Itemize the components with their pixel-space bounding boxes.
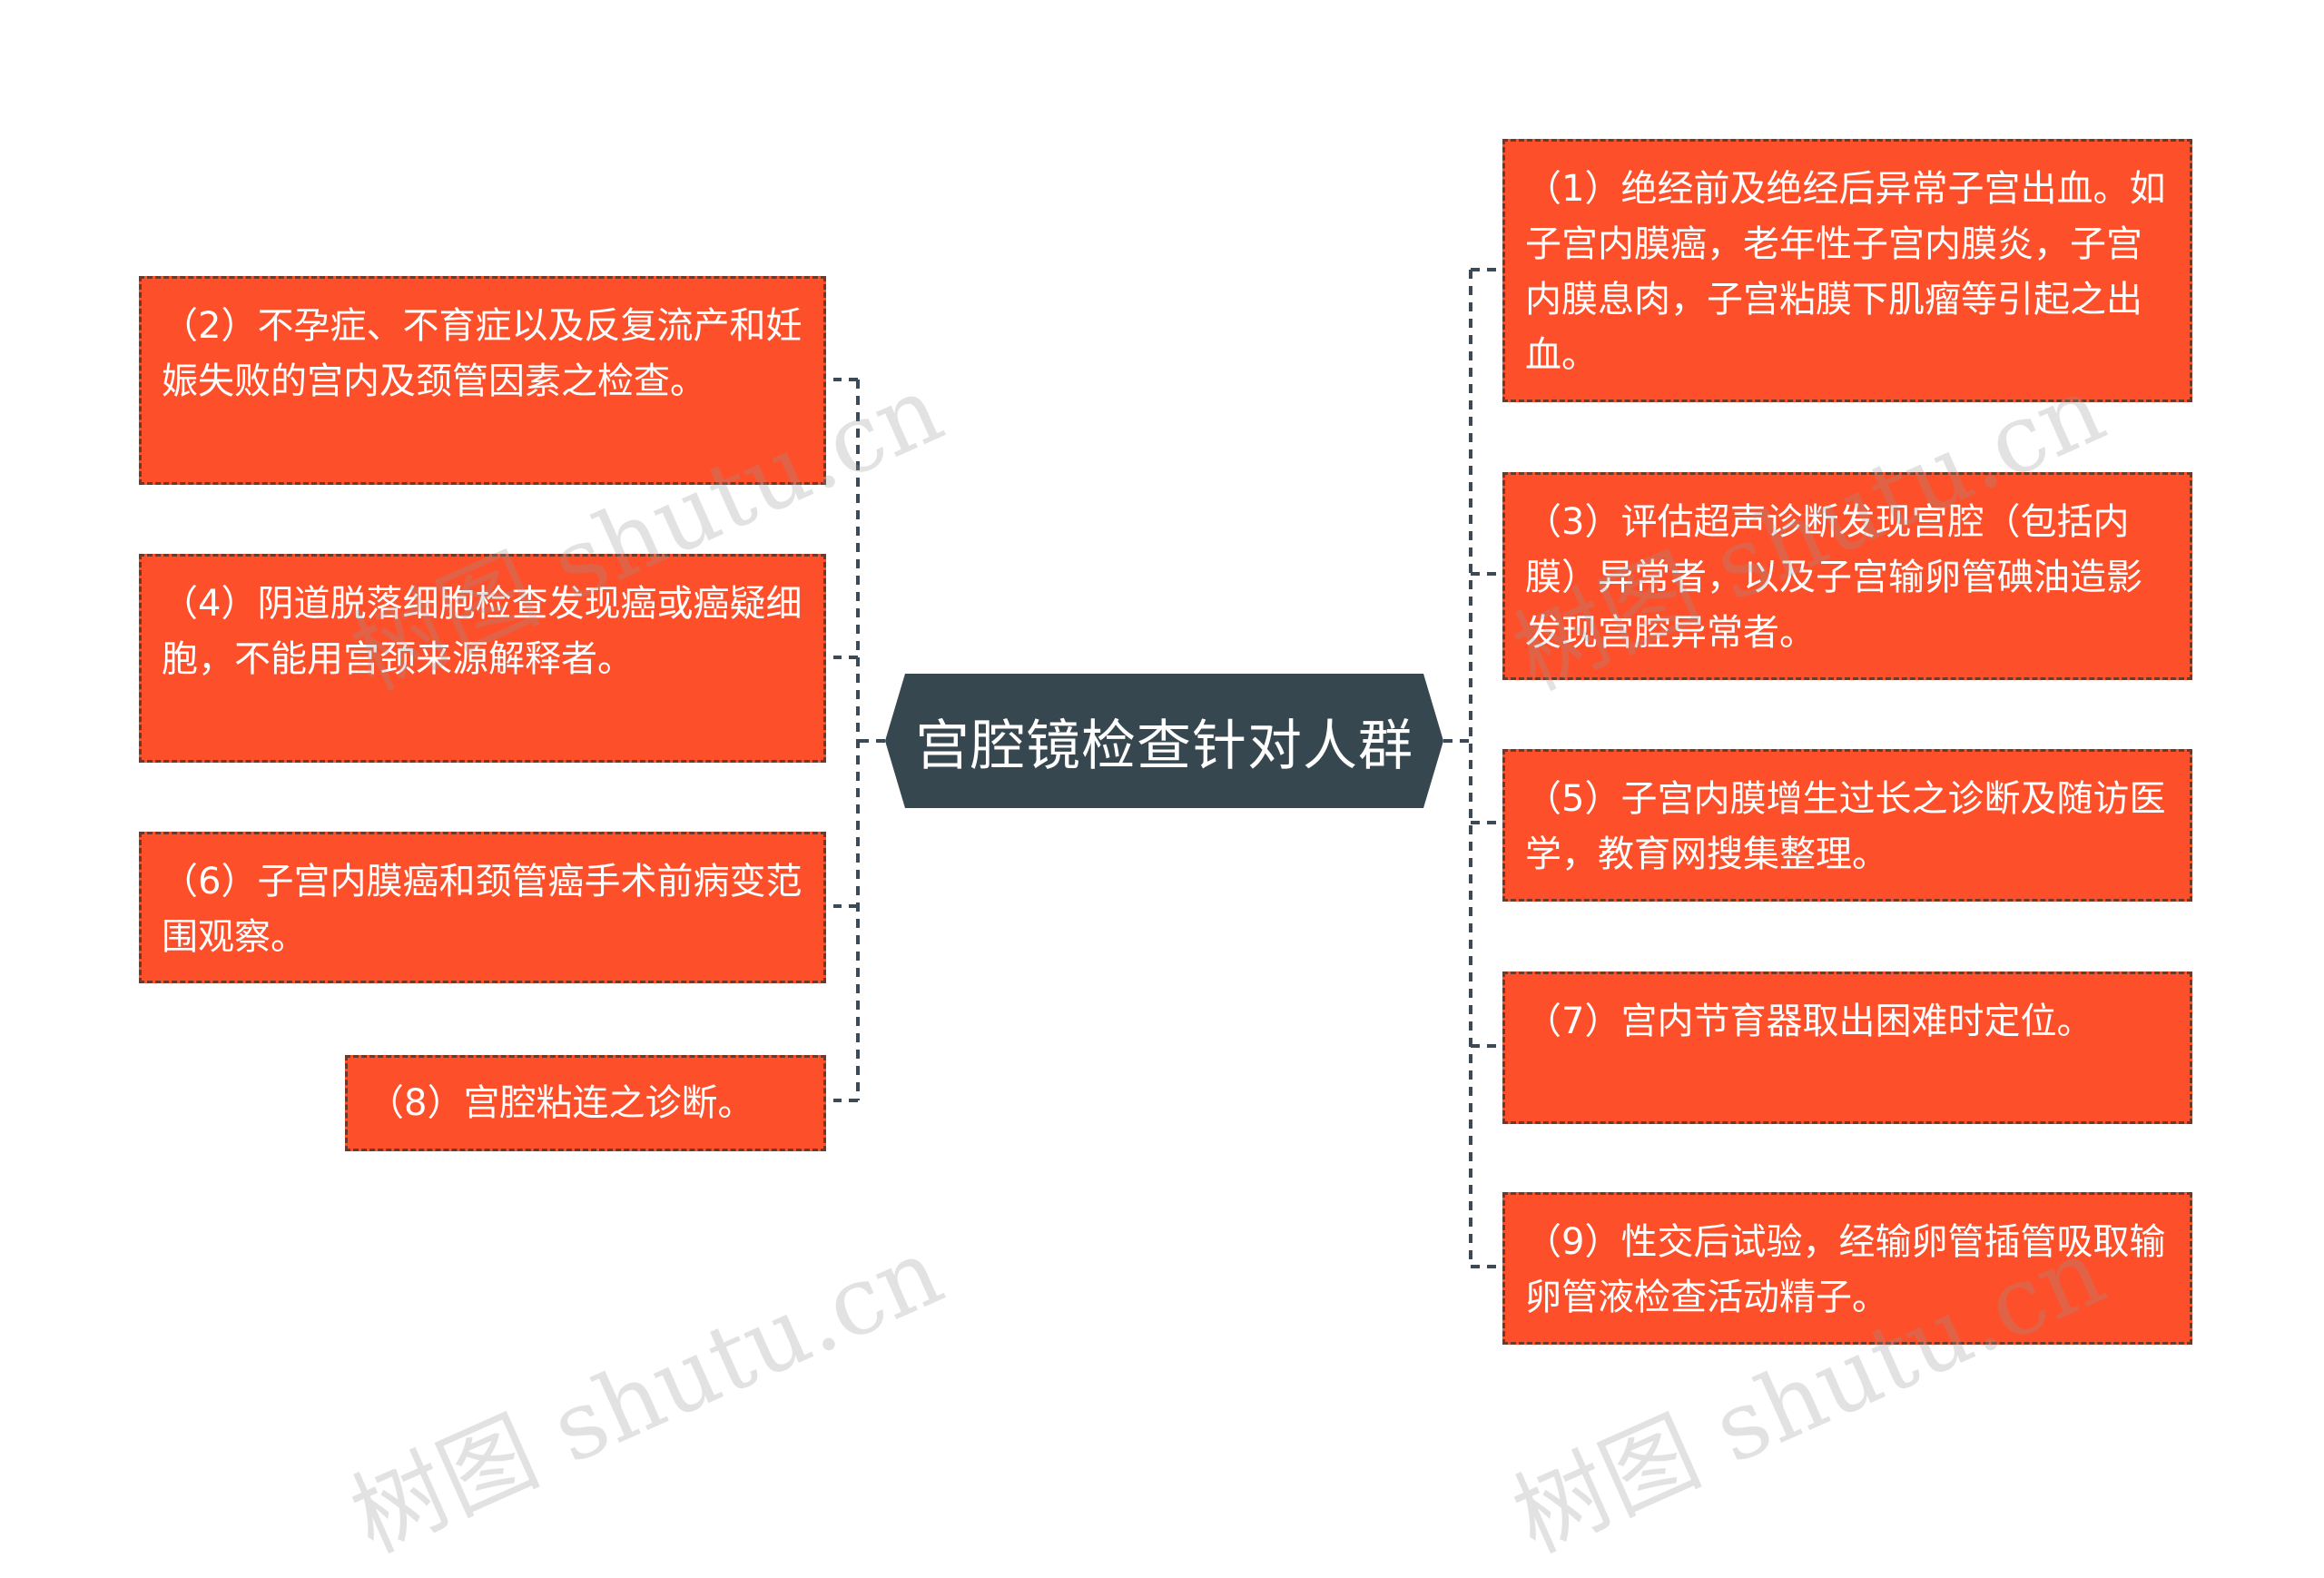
topic-7-text: （7）宫内节育器取出困难时定位。	[1525, 1001, 2093, 1042]
topic-5[interactable]: （5）子宫内膜增生过长之诊断及随访医学，教育网搜集整理。	[1502, 749, 2192, 902]
connector-left-trunk	[856, 380, 885, 1100]
topic-1-text: （1）绝经前及绝经后异常子宫出血。如子宫内膜癌，老年性子宫内膜炎，子宫内膜息肉，…	[1525, 168, 2166, 376]
topic-3-text: （3）评估超声诊断发现宫腔（包括内膜）异常者，以及子宫输卵管碘油造影发现宫腔异常…	[1525, 501, 2142, 654]
topic-2[interactable]: （2）不孕症、不育症以及反复流产和妊娠失败的宫内及颈管因素之检查。	[139, 276, 826, 485]
topic-9[interactable]: （9）性交后试验，经输卵管插管吸取输卵管液检查活动精子。	[1502, 1192, 2192, 1345]
topic-4-text: （4）阴道脱落细胞检查发现癌或癌疑细胞，不能用宫颈来源解释者。	[162, 583, 803, 680]
topic-5-text: （5）子宫内膜增生过长之诊断及随访医学，教育网搜集整理。	[1525, 778, 2166, 875]
topic-8-text: （8）宫腔粘连之诊断。	[368, 1082, 754, 1124]
central-topic[interactable]: 宫腔镜检查针对人群	[885, 674, 1443, 808]
central-topic-label: 宫腔镜检查针对人群	[915, 714, 1413, 778]
topic-6-text: （6）子宫内膜癌和颈管癌手术前病变范围观察。	[162, 861, 803, 958]
topic-2-text: （2）不孕症、不育症以及反复流产和妊娠失败的宫内及颈管因素之检查。	[162, 305, 803, 402]
mind-map-canvas: 宫腔镜检查针对人群 （2）不孕症、不育症以及反复流产和妊娠失败的宫内及颈管因素之…	[139, 139, 2192, 1573]
topic-6[interactable]: （6）子宫内膜癌和颈管癌手术前病变范围观察。	[139, 832, 826, 983]
connector-right-trunk	[1443, 270, 1472, 1267]
topic-7[interactable]: （7）宫内节育器取出困难时定位。	[1502, 971, 2192, 1124]
topic-1[interactable]: （1）绝经前及绝经后异常子宫出血。如子宫内膜癌，老年性子宫内膜炎，子宫内膜息肉，…	[1502, 139, 2192, 402]
topic-9-text: （9）性交后试验，经输卵管插管吸取输卵管液检查活动精子。	[1525, 1221, 2166, 1318]
topic-3[interactable]: （3）评估超声诊断发现宫腔（包括内膜）异常者，以及子宫输卵管碘油造影发现宫腔异常…	[1502, 472, 2192, 680]
topic-4[interactable]: （4）阴道脱落细胞检查发现癌或癌疑细胞，不能用宫颈来源解释者。	[139, 554, 826, 763]
central-topic-shape	[885, 674, 1443, 808]
connector-lines	[833, 268, 1500, 1268]
topic-8[interactable]: （8）宫腔粘连之诊断。	[345, 1055, 826, 1151]
